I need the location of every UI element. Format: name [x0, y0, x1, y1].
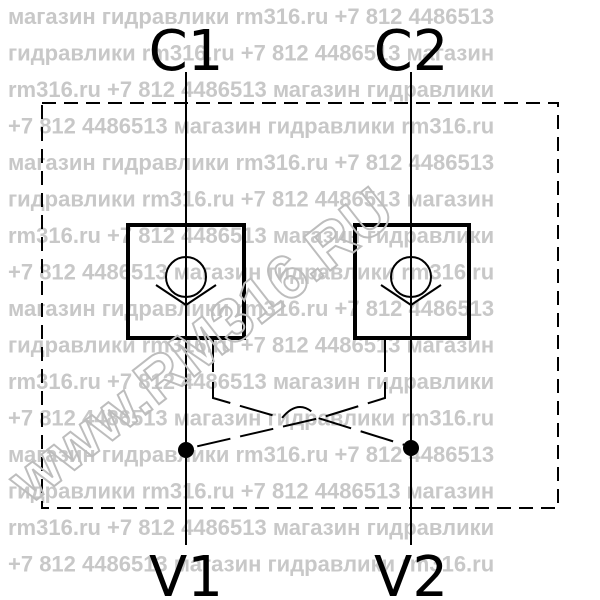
- port-label-c2: C2: [374, 19, 449, 84]
- valve-body-outline: [41, 102, 559, 509]
- watermark-line: магазин гидравлики rm316.ru +7 812 44865…: [8, 4, 494, 29]
- watermark-line: +7 812 4486513 магазин гидравлики rm316.…: [8, 552, 494, 577]
- check-valve-2-seat-icon: [380, 284, 442, 307]
- watermark-text-group: магазин гидравлики rm316.ru +7 812 44865…: [8, 4, 494, 577]
- port-label-v2: V2: [374, 545, 448, 600]
- check-valve-1-seat-icon: [155, 284, 217, 307]
- check-valve-1-ball-icon: [165, 256, 207, 298]
- junction-dot-v2: [403, 440, 419, 456]
- watermark-line: rm316.ru +7 812 4486513 магазин гидравли…: [8, 223, 494, 248]
- check-valve-1-box: [126, 223, 246, 340]
- watermark-line: гидравлики rm316.ru +7 812 4486513 магаз…: [8, 479, 494, 504]
- watermark-line: +7 812 4486513 магазин гидравлики rm316.…: [8, 260, 494, 285]
- watermark-line: +7 812 4486513 магазин гидравлики rm316.…: [8, 114, 494, 139]
- watermark-line: rm316.ru +7 812 4486513 магазин гидравли…: [8, 369, 494, 394]
- pilot-line-1: [212, 338, 409, 447]
- watermark-line: rm316.ru +7 812 4486513 магазин гидравли…: [8, 515, 494, 540]
- check-valve-2-ball-icon: [390, 256, 432, 298]
- watermark-line: rm316.ru +7 812 4486513 магазин гидравли…: [8, 77, 494, 102]
- watermark-line: гидравлики rm316.ru +7 812 4486513 магаз…: [8, 187, 494, 212]
- watermark-line: гидравлики rm316.ru +7 812 4486513 магаз…: [8, 41, 494, 66]
- watermark-line: магазин гидравлики rm316.ru +7 812 44865…: [8, 150, 494, 175]
- check-valve-2-box: [353, 223, 471, 340]
- junction-dot-v1: [178, 442, 194, 458]
- pilot-line-2: [189, 338, 386, 449]
- watermark-line: магазин гидравлики rm316.ru +7 812 44865…: [8, 296, 494, 321]
- port-label-c1: C1: [149, 19, 224, 84]
- port-label-v1: V1: [149, 545, 223, 600]
